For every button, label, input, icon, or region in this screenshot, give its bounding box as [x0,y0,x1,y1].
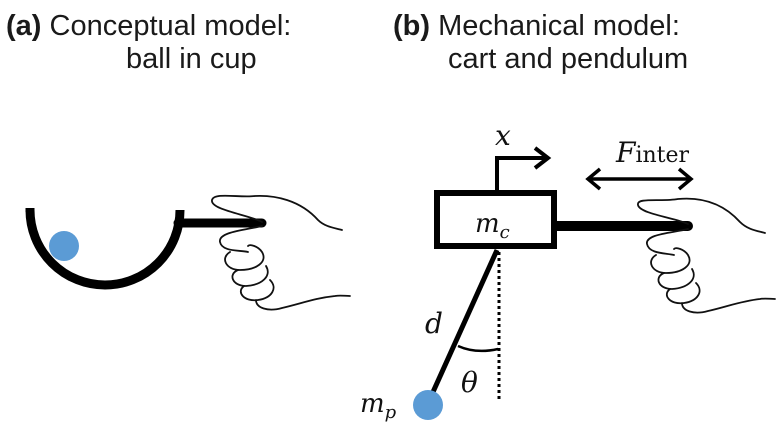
panel-b-title-line1: Mechanical model: [438,10,680,42]
panel-b-tag: (b) [393,10,431,42]
hand-icon-b [637,197,776,314]
length-label: d [425,307,443,340]
pendulum-rod [430,248,500,394]
pendulum-mass-label: mp [360,389,397,423]
panel-b-title-line2: cart and pendulum [448,43,689,75]
ball [49,231,79,261]
pendulum-bob [413,390,443,420]
force-label: Finter [615,136,690,169]
force-arrow [585,167,694,191]
panel-a-tag: (a) [6,10,42,42]
panel-a-title-line2: ball in cup [126,43,257,75]
panel-a-title-line1: Conceptual model: [49,10,292,42]
angle-arc [457,344,499,353]
angle-label: θ [461,366,478,399]
cart [434,190,557,249]
x-axis-arrow [495,146,552,190]
panel-a-title: (a) Conceptual model: ball in cup [6,10,291,76]
hand-icon-a [211,194,351,311]
panel-b-title: (b) Mechanical model: cart and pendulum [393,10,688,76]
cup [25,209,185,290]
cart-mass-label: mc [475,209,510,243]
x-label: x [495,119,511,152]
